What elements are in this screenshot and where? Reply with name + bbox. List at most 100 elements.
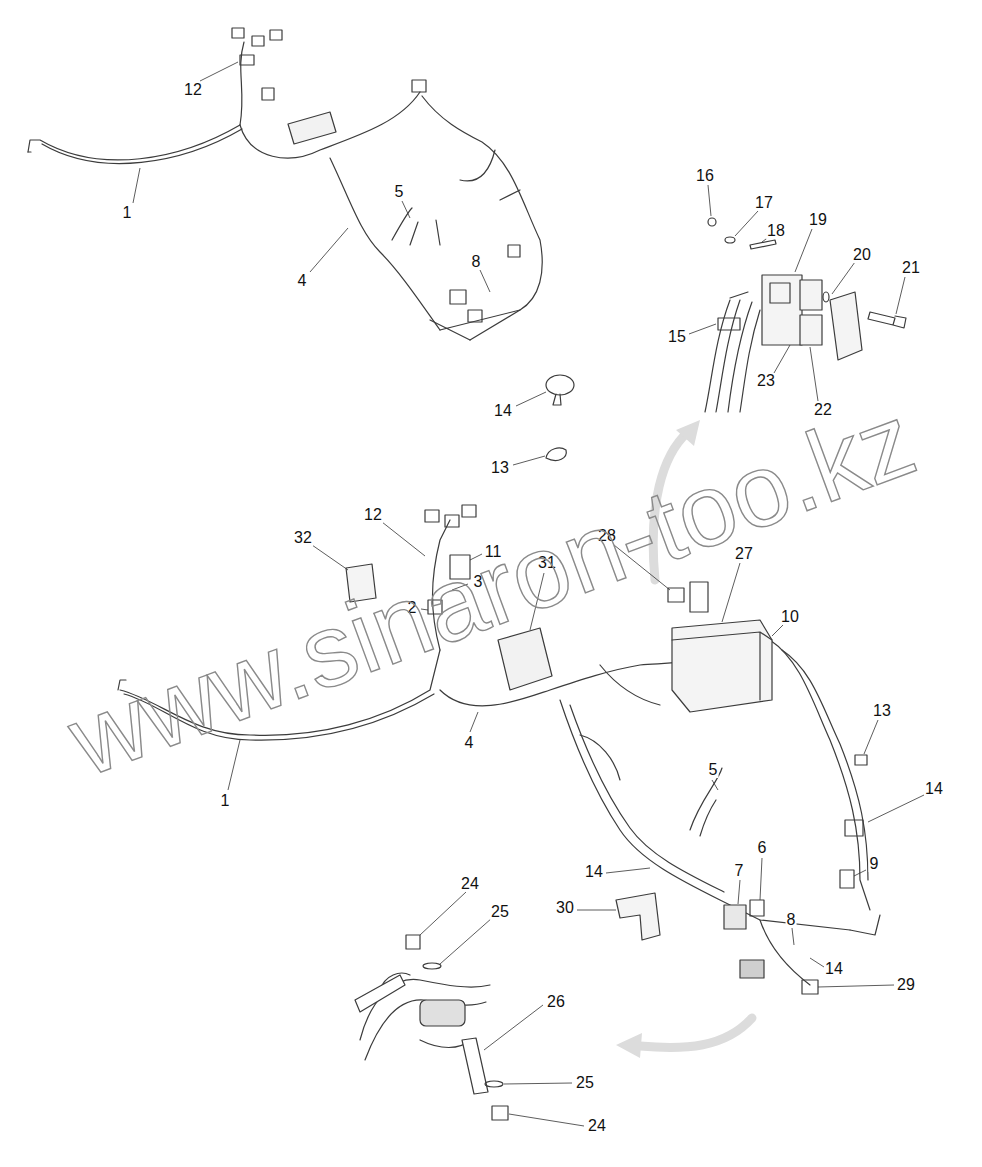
connector <box>468 310 482 322</box>
callout-number: 16 <box>695 168 715 184</box>
guide-arrowhead <box>616 1033 642 1058</box>
callout-number: 5 <box>394 184 405 200</box>
leader-line <box>760 858 762 900</box>
guide-arrowhead <box>676 420 700 446</box>
callout-number: 32 <box>293 530 313 546</box>
connector <box>802 980 818 994</box>
leader-line <box>509 1114 584 1126</box>
callout-number: 30 <box>555 900 575 916</box>
leader-line <box>735 211 758 236</box>
callout-number: 12 <box>363 507 383 523</box>
connector <box>668 588 684 602</box>
callout-number: 13 <box>490 460 510 476</box>
ring <box>423 963 441 969</box>
callout-number: 29 <box>896 977 916 993</box>
cable <box>430 310 520 340</box>
callout-number: 24 <box>587 1118 607 1134</box>
leader-line <box>382 522 425 556</box>
cap <box>492 1106 508 1120</box>
relay <box>800 315 822 345</box>
leader-line <box>795 229 812 272</box>
callout-number: 15 <box>667 329 687 345</box>
leader-line <box>133 168 140 203</box>
callout-number: 4 <box>464 735 475 751</box>
connector <box>508 245 520 257</box>
callout-number: 8 <box>471 254 482 270</box>
callout-number: 26 <box>546 994 566 1010</box>
leader-line <box>440 918 492 964</box>
connector <box>262 88 274 100</box>
leader-line <box>480 270 490 292</box>
callout-number: 9 <box>869 856 880 872</box>
leader-line <box>722 563 740 622</box>
leader-line <box>470 712 478 732</box>
connector <box>724 905 746 929</box>
cable <box>570 705 724 892</box>
connector <box>462 505 476 517</box>
leader-line <box>868 795 924 822</box>
callout-number: 6 <box>757 840 768 856</box>
leader-line <box>864 720 878 754</box>
cable <box>705 300 760 412</box>
connector <box>718 292 748 330</box>
cable <box>422 96 542 340</box>
connector <box>740 960 764 978</box>
callout-number: 25 <box>490 904 510 920</box>
connector <box>690 582 708 612</box>
leader-line <box>810 347 818 401</box>
cable <box>690 768 722 836</box>
connector <box>445 515 459 527</box>
leader-line <box>738 880 740 904</box>
connector <box>240 55 254 65</box>
leader-line <box>200 62 238 81</box>
leader-line <box>792 928 794 945</box>
connector <box>450 290 466 304</box>
leader-line <box>818 985 894 987</box>
leader-line <box>708 185 711 216</box>
callout-number: 14 <box>924 781 944 797</box>
washer <box>823 292 829 302</box>
leader-line <box>810 958 824 967</box>
harness-section <box>355 975 405 1012</box>
callout-number: 23 <box>756 373 776 389</box>
cable <box>392 208 440 245</box>
bracket <box>616 893 660 940</box>
leader-line <box>484 1005 543 1050</box>
cable <box>240 92 420 158</box>
cable <box>28 125 240 160</box>
callout-number: 24 <box>460 876 480 892</box>
callout-number: 14 <box>824 961 844 977</box>
cover <box>830 292 862 360</box>
callout-number: 19 <box>808 212 828 228</box>
leader-line <box>772 624 784 636</box>
cable <box>580 665 660 780</box>
callout-number: 13 <box>872 703 892 719</box>
connector <box>232 28 244 38</box>
clamp <box>553 394 561 405</box>
callout-number: 14 <box>493 403 513 419</box>
leader-line <box>228 740 240 790</box>
leader-line <box>516 392 546 406</box>
ecu-module <box>288 112 336 144</box>
cable <box>560 700 850 930</box>
connector <box>252 36 264 46</box>
leader-line <box>689 324 716 334</box>
callout-number: 12 <box>183 82 203 98</box>
cable <box>28 129 242 163</box>
bolt <box>868 312 906 328</box>
nut <box>708 218 716 226</box>
washer <box>725 237 735 243</box>
connector <box>750 900 764 916</box>
battery-box <box>672 632 772 700</box>
callout-number: 7 <box>734 863 745 879</box>
cable <box>770 640 870 910</box>
guide-arrow <box>640 1018 752 1048</box>
leader-line <box>896 277 905 314</box>
clamp <box>546 375 574 395</box>
callout-number: 4 <box>297 273 308 289</box>
connector <box>412 80 426 92</box>
leader-line <box>774 345 790 373</box>
tube <box>462 1038 488 1094</box>
leader-line <box>712 780 718 790</box>
leader-line <box>606 868 650 873</box>
